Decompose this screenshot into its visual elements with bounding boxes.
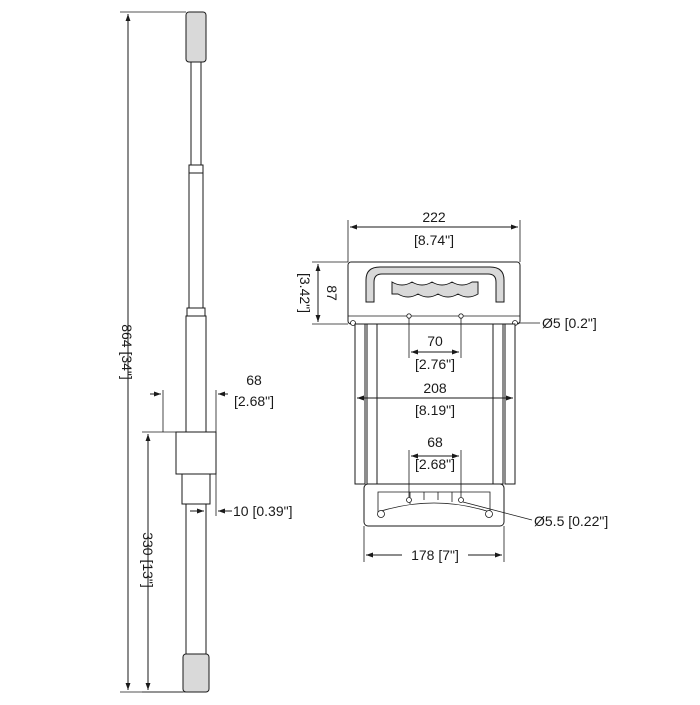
tube-section-2 bbox=[188, 172, 204, 309]
handle-foot bbox=[182, 653, 210, 693]
side-view: 864 [34"] 330 [13"] 68 [2.68"] 10 [0.39"… bbox=[119, 11, 292, 693]
base-width-label: 178 [7"] bbox=[411, 547, 459, 563]
top-hole-inner-left bbox=[406, 313, 412, 319]
overall-width-in: [8.74"] bbox=[414, 232, 454, 248]
handle-grip-top bbox=[185, 11, 207, 63]
tube-left-inner bbox=[366, 323, 378, 485]
base-plate bbox=[363, 483, 505, 527]
tube-sleeve bbox=[181, 473, 211, 505]
base-hole-right bbox=[458, 497, 464, 503]
tube-left-outer bbox=[354, 323, 366, 485]
tube-right-outer bbox=[504, 323, 516, 485]
handle-grip-loop bbox=[365, 266, 505, 303]
tube-spacing-in: [8.19"] bbox=[415, 402, 455, 418]
top-hole-inner-right bbox=[458, 313, 464, 319]
base-hole-spacing-in: [2.68"] bbox=[415, 456, 455, 472]
base-hole-diameter: Ø5.5 [0.22"] bbox=[534, 513, 608, 529]
tube-collar-1 bbox=[188, 164, 204, 174]
mount-height-label: 330 [13"] bbox=[140, 532, 156, 588]
tube-collar-2 bbox=[186, 307, 206, 317]
bracket-depth-in: [2.68"] bbox=[234, 393, 274, 409]
front-view: 222 [8.74"] 87 [3.42"] 70 [2.76"] Ø5 [0.… bbox=[297, 209, 608, 563]
overall-width-mm: 222 bbox=[422, 209, 446, 225]
top-hole-spacing-mm: 70 bbox=[427, 333, 443, 349]
tube-section-3 bbox=[185, 315, 207, 433]
tube-bottom bbox=[185, 503, 207, 655]
top-hole-spacing-in: [2.76"] bbox=[415, 356, 455, 372]
base-screw-left bbox=[377, 510, 385, 518]
top-hole-left bbox=[350, 320, 356, 326]
handle-height-in: [3.42"] bbox=[297, 273, 313, 313]
bracket-depth-mm: 68 bbox=[246, 372, 262, 388]
tube-right-inner bbox=[492, 323, 504, 485]
base-hole-left bbox=[406, 497, 412, 503]
base-hole-spacing-mm: 68 bbox=[427, 434, 443, 450]
tube-offset-label: 10 [0.39"] bbox=[233, 503, 292, 519]
handle-height-mm: 87 bbox=[324, 285, 340, 301]
overall-height-label: 864 [34"] bbox=[119, 324, 135, 380]
base-screw-right bbox=[485, 510, 493, 518]
tube-spacing-mm: 208 bbox=[423, 380, 447, 396]
handle-grip-pad bbox=[391, 281, 479, 298]
tube-section-1 bbox=[190, 61, 202, 166]
mounting-bracket bbox=[175, 431, 217, 475]
top-hole-diameter: Ø5 [0.2"] bbox=[542, 315, 597, 331]
